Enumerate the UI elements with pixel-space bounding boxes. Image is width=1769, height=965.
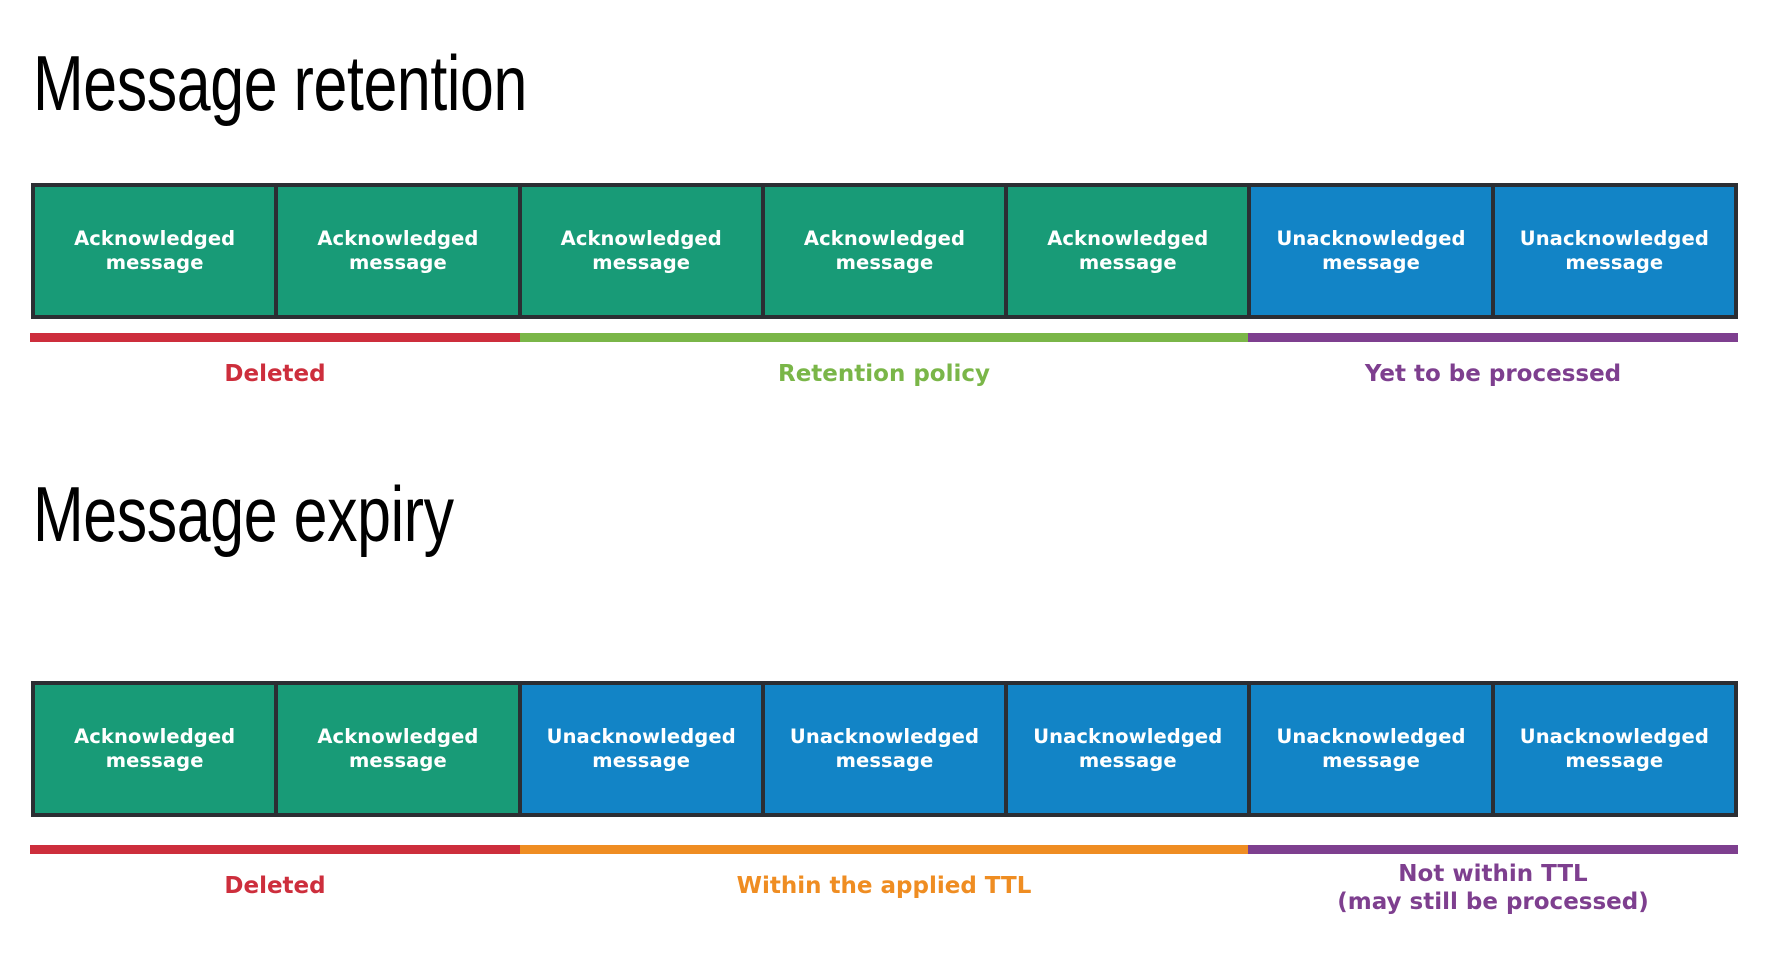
- message-box-label: Unacknowledged message: [1276, 227, 1466, 274]
- legend-label-within-ttl: Within the applied TTL: [736, 873, 1032, 899]
- message-box-label: Unacknowledged message: [546, 725, 736, 772]
- message-box-label: Unacknowledged message: [1519, 725, 1709, 772]
- message-box: Acknowledged message: [521, 187, 761, 315]
- legend-segment-yet-to-be-processed: [1247, 333, 1738, 342]
- message-box-label: Acknowledged message: [74, 725, 236, 772]
- legend-label-retention-policy: Retention policy: [778, 361, 990, 387]
- legend-captions-retention: Deleted Retention policy Yet to be proce…: [30, 360, 1738, 420]
- message-box: Unacknowledged message: [1494, 685, 1734, 813]
- legend-label-deleted: Deleted: [224, 873, 326, 899]
- message-box: Acknowledged message: [764, 187, 1005, 315]
- legend-bar-retention: [30, 333, 1738, 342]
- message-box: Acknowledged message: [278, 685, 518, 813]
- message-box-label: Acknowledged message: [317, 227, 479, 274]
- legend-captions-expiry: Deleted Within the applied TTL Not withi…: [30, 861, 1738, 932]
- legend-bar-expiry: [30, 845, 1738, 854]
- page-title-message-expiry: Message expiry: [33, 470, 454, 558]
- legend-label-deleted: Deleted: [224, 361, 326, 387]
- message-box: Acknowledged message: [1008, 187, 1248, 315]
- message-strip-expiry: Acknowledged message Acknowledged messag…: [31, 681, 1738, 817]
- message-box: Acknowledged message: [35, 187, 275, 315]
- message-box: Acknowledged message: [278, 187, 518, 315]
- message-strip-retention: Acknowledged message Acknowledged messag…: [31, 183, 1738, 319]
- message-box: Unacknowledged message: [1251, 685, 1491, 813]
- message-box-label: Acknowledged message: [74, 227, 236, 274]
- message-box: Unacknowledged message: [1251, 187, 1491, 315]
- message-box-label: Acknowledged message: [803, 227, 966, 274]
- legend-segment-retention-policy: [520, 333, 1248, 342]
- message-box: Unacknowledged message: [1008, 685, 1248, 813]
- message-box: Unacknowledged message: [764, 685, 1005, 813]
- message-box-label: Unacknowledged message: [1033, 725, 1223, 772]
- message-box-label: Unacknowledged message: [1276, 725, 1466, 772]
- legend-label-not-within-ttl: Not within TTL (may still be processed): [1337, 861, 1649, 916]
- message-box-label: Acknowledged message: [560, 227, 722, 274]
- message-box: Acknowledged message: [35, 685, 275, 813]
- legend-segment-deleted: [30, 333, 521, 342]
- message-box-label: Unacknowledged message: [789, 725, 980, 772]
- message-box: Unacknowledged message: [521, 685, 761, 813]
- legend-segment-not-within-ttl: [1247, 845, 1738, 854]
- page-title-message-retention: Message retention: [33, 39, 527, 127]
- legend-label-yet-to-be-processed: Yet to be processed: [1364, 361, 1622, 387]
- legend-segment-deleted: [30, 845, 521, 854]
- message-box-label: Acknowledged message: [317, 725, 479, 772]
- message-box: Unacknowledged message: [1494, 187, 1734, 315]
- message-box-label: Acknowledged message: [1047, 227, 1209, 274]
- legend-segment-within-ttl: [520, 845, 1248, 854]
- message-box-label: Unacknowledged message: [1519, 227, 1709, 274]
